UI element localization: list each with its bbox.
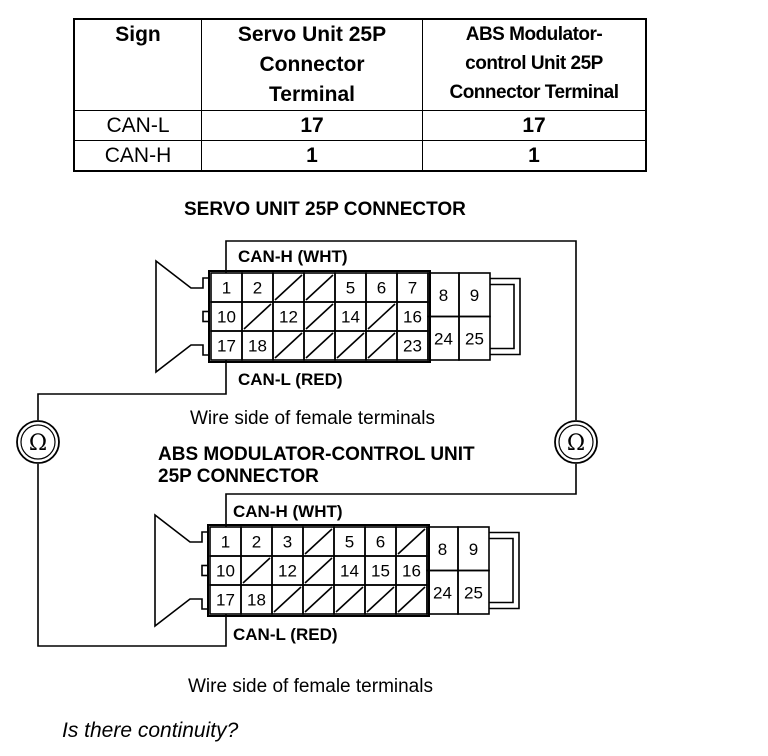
abs-terminal-1: 1: [221, 533, 230, 552]
servo-wire-can-l-label: CAN-L (RED): [238, 370, 343, 389]
abs-terminal-17: 17: [216, 591, 235, 610]
continuity-question: Is there continuity?: [62, 719, 239, 742]
abs-blank-terminal-slash: [273, 586, 302, 613]
servo-terminal-18: 18: [248, 337, 267, 356]
servo-terminal-9: 9: [470, 286, 479, 305]
row-abs-terminal: 1: [422, 140, 647, 172]
servo-terminal-1: 1: [222, 279, 231, 298]
abs-connector-title-line1: ABS MODULATOR-CONTROL UNIT: [158, 444, 475, 465]
abs-terminal-14: 14: [340, 562, 359, 581]
servo-terminal-24: 24: [434, 329, 453, 348]
header-abs-line2: control Unit 25P: [465, 53, 603, 74]
wire-can-l-abs: [37, 464, 227, 647]
ohmmeter-right-inner-ring: [558, 424, 594, 460]
ohmmeter-right: [554, 420, 598, 464]
abs-blank-terminal-slash: [397, 528, 426, 555]
servo-terminal-25: 25: [465, 329, 484, 348]
ohmmeter-left-ohm-symbol: Ω: [29, 431, 47, 456]
abs-connector-housing: [154, 513, 208, 628]
abs-blank-terminal-slash: [304, 586, 333, 613]
abs-terminal-24: 24: [433, 583, 452, 602]
abs-terminal-16: 16: [402, 562, 421, 581]
row-sign: CAN-H: [73, 140, 202, 172]
abs-connector-title-line2: 25P CONNECTOR: [158, 466, 319, 487]
servo-lock-tab-outer: [490, 277, 521, 356]
table-header-row: Sign Servo Unit 25P Connector Terminal A…: [73, 18, 647, 111]
header-servo-line1: Servo Unit 25P: [237, 23, 387, 46]
table-row: CAN-H 1 1: [73, 140, 647, 172]
abs-lock-tab-outer: [489, 531, 520, 610]
header-servo-terminal: Servo Unit 25P Connector Terminal: [201, 18, 423, 111]
abs-blank-terminal-slash: [366, 586, 395, 613]
servo-terminal-17: 17: [217, 337, 236, 356]
abs-terminal-cell: [457, 569, 490, 615]
abs-terminal-10: 10: [216, 562, 235, 581]
servo-caption: Wire side of female terminals: [190, 408, 435, 429]
servo-terminal-2: 2: [253, 279, 262, 298]
row-servo-terminal: 1: [201, 140, 423, 172]
servo-terminal-7: 7: [408, 279, 417, 298]
abs-terminal-9: 9: [469, 540, 478, 559]
abs-blank-terminal-slash: [242, 557, 271, 584]
servo-blank-terminal-slash: [305, 274, 334, 301]
abs-terminal-18: 18: [247, 591, 266, 610]
servo-blank-terminal-slash: [274, 332, 303, 359]
header-servo-line2: Connector: [259, 53, 365, 76]
servo-blank-terminal-slash: [367, 303, 396, 330]
servo-terminal-23: 23: [403, 337, 422, 356]
servo-blank-terminal-slash: [274, 274, 303, 301]
ohmmeter-left: [16, 420, 60, 464]
wire-can-h-servo: [225, 240, 577, 420]
abs-terminal-3: 3: [283, 533, 292, 552]
header-abs-line3: Connector Terminal: [449, 82, 619, 103]
abs-wire-can-h-label: CAN-H (WHT): [233, 502, 343, 521]
abs-terminal-12: 12: [278, 562, 297, 581]
ohmmeter-left-inner-ring: [20, 424, 56, 460]
servo-terminal-12: 12: [279, 308, 298, 327]
table-row: CAN-L 17 17: [73, 110, 647, 141]
servo-lock-tab-inner: [490, 283, 515, 350]
servo-connector-title: SERVO UNIT 25P CONNECTOR: [184, 199, 466, 220]
servo-terminal-10: 10: [217, 308, 236, 327]
header-sign: Sign: [73, 18, 202, 111]
header-servo-line3: Terminal: [269, 83, 355, 106]
servo-blank-terminal-slash: [336, 332, 365, 359]
servo-blank-terminal-slash: [367, 332, 396, 359]
ohmmeter-right-ohm-symbol: Ω: [567, 431, 585, 456]
abs-terminal-6: 6: [376, 533, 385, 552]
wire-can-h-abs: [225, 464, 577, 527]
servo-terminal-14: 14: [341, 308, 360, 327]
abs-terminal-2: 2: [252, 533, 261, 552]
header-abs-line1: ABS Modulator-: [465, 24, 603, 45]
row-servo-terminal: 17: [201, 110, 423, 141]
servo-terminal-16: 16: [403, 308, 422, 327]
abs-blank-terminal-slash: [304, 528, 333, 555]
wire-can-l-servo: [37, 360, 227, 420]
abs-blank-terminal-slash: [304, 557, 333, 584]
abs-wire-can-l-label: CAN-L (RED): [233, 625, 338, 644]
servo-terminal-6: 6: [377, 279, 386, 298]
servo-connector-housing: [155, 259, 209, 374]
servo-blank-terminal-slash: [305, 332, 334, 359]
abs-lock-tab-inner: [489, 537, 514, 604]
servo-terminal-5: 5: [346, 279, 355, 298]
abs-terminal-5: 5: [345, 533, 354, 552]
abs-terminal-8: 8: [438, 540, 447, 559]
servo-terminal-cell: [458, 315, 491, 361]
servo-blank-terminal-slash: [243, 303, 272, 330]
servo-wire-can-h-label: CAN-H (WHT): [238, 247, 348, 266]
abs-terminal-25: 25: [464, 583, 483, 602]
row-abs-terminal: 17: [422, 110, 647, 141]
terminal-table: Sign Servo Unit 25P Connector Terminal A…: [73, 18, 647, 172]
row-sign: CAN-L: [73, 110, 202, 141]
abs-terminal-15: 15: [371, 562, 390, 581]
servo-terminal-8: 8: [439, 286, 448, 305]
abs-caption: Wire side of female terminals: [188, 676, 433, 697]
abs-blank-terminal-slash: [335, 586, 364, 613]
abs-blank-terminal-slash: [397, 586, 426, 613]
servo-blank-terminal-slash: [305, 303, 334, 330]
